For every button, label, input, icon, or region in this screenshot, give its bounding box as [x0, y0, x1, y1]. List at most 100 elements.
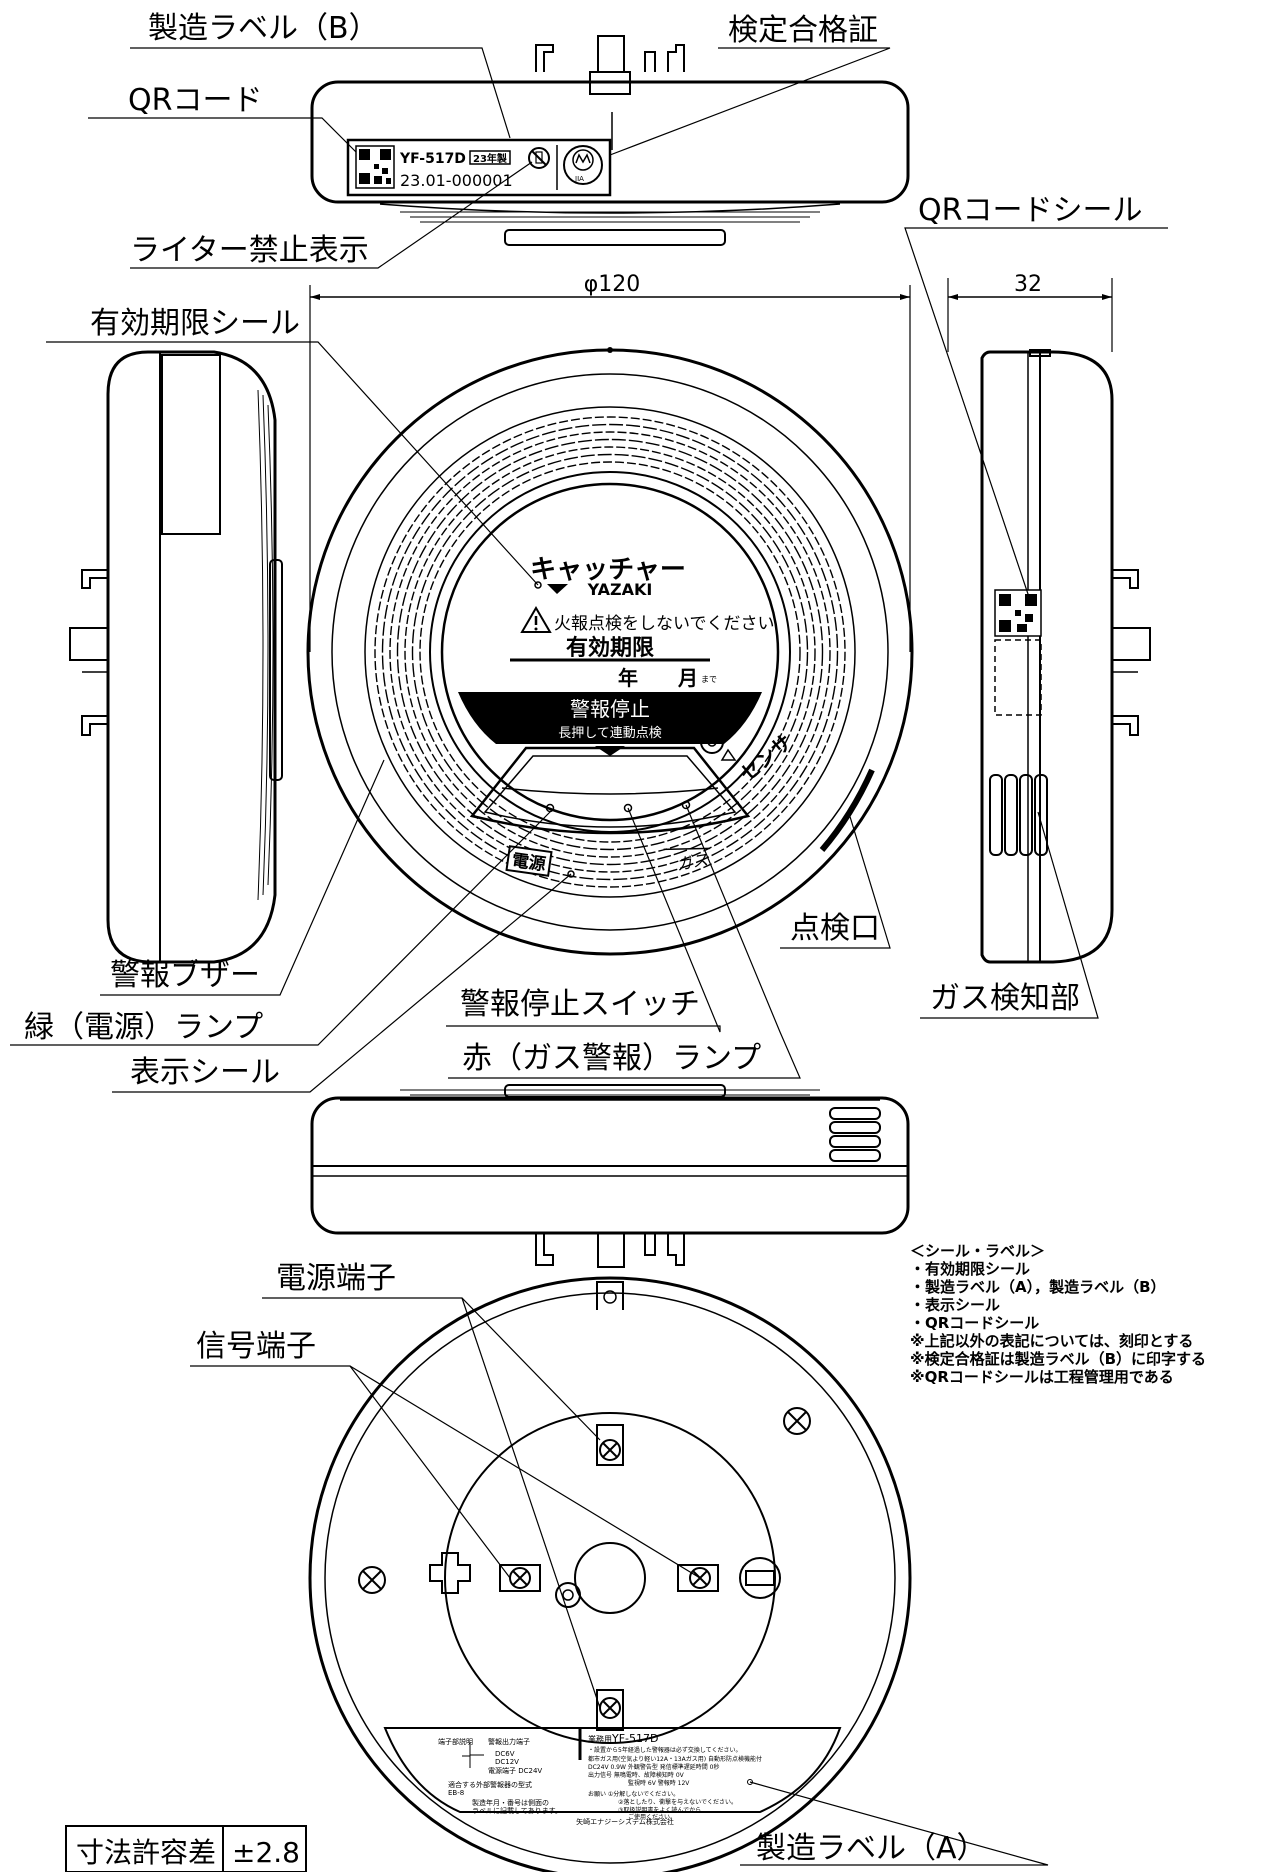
tolerance-value: ±2.8 [232, 1836, 300, 1869]
left-clip-mid [69, 627, 108, 661]
expiry-month: 月 [677, 666, 698, 690]
right-body [980, 350, 1114, 964]
tolerance-label: 寸法許容差 [76, 1836, 216, 1869]
label-dc6: DC6V [495, 1750, 515, 1758]
alarm-stop-band [458, 692, 762, 744]
label-line9: ご使用ください。 [628, 1813, 676, 1821]
left-side-label [161, 354, 221, 535]
sensor-indicator [700, 730, 724, 754]
notes-item-0: ・有効期限シール [910, 1260, 1030, 1278]
right-gas-slots [989, 774, 1048, 856]
label-company: 矢崎エナジーシステム株式会社 [576, 1817, 674, 1826]
rear-center-hole [574, 1542, 646, 1614]
tolerance-table: 寸法許容差 ±2.8 [65, 1825, 307, 1872]
notes-remark-2: ※QRコードシールは工程管理用である [910, 1368, 1174, 1386]
callout-expiry-seal: 有効期限シール [90, 306, 300, 341]
leader-lines [10, 47, 1168, 1866]
top-clip-left [535, 44, 554, 72]
bottom-clip-center [597, 1232, 625, 1268]
grille-ring [389, 431, 831, 873]
notes-item-1: ・製造ラベル（A），製造ラベル（B） [910, 1278, 1166, 1296]
switch-dot [623, 803, 633, 813]
label-power-term: 電源端子 DC24V [488, 1766, 542, 1775]
label-line3: DC24V 0.9W 外観警告型 発信標準遅延時間 0秒 [588, 1763, 719, 1771]
rear-inner-circle [444, 1412, 776, 1744]
grille-ring [419, 461, 801, 843]
sensor-mark: センサ [735, 729, 796, 786]
notes-item-2: ・表示シール [910, 1296, 1000, 1314]
label-line6: お願い ①分解しないでください。 [588, 1790, 679, 1798]
bottom-side-view [310, 1084, 910, 1268]
top-base [504, 229, 726, 246]
label-compat-model: EB-8 [448, 1789, 464, 1797]
label-line1: ・設置から5年経過した警報器は必ず交換してください。 [588, 1746, 741, 1754]
callout-red-gas-lamp: 赤（ガス警報）ランプ [462, 1041, 761, 1076]
label-use: 業務用 [588, 1734, 612, 1744]
top-grille [400, 211, 820, 223]
warning-text: 火報点検をしないでください [554, 614, 775, 634]
mfg-label-b-area [346, 138, 612, 197]
left-clip-top [81, 569, 108, 589]
inspection-port-slot [819, 768, 875, 852]
callout-qr-code: QRコード [128, 83, 262, 118]
bottom-clip-left [535, 1233, 554, 1266]
callout-qr-code-seal: QRコードシール [918, 193, 1142, 228]
left-side-view [69, 350, 283, 964]
top-clip-mid [644, 51, 656, 72]
alarm-stop-switch [469, 746, 751, 835]
callout-lighter-prohibited: ライター禁止表示 [130, 233, 369, 268]
notes-remark-0: ※上記以外の表記については、刻印とする [910, 1332, 1193, 1350]
callout-mfg-label-a: 製造ラベル（A） [756, 1831, 987, 1866]
year-box [469, 150, 511, 165]
label-line7: ②落としたり、衝撃を与えないでください。 [618, 1798, 737, 1806]
maker-name: YAZAKI [587, 580, 653, 599]
right-clip-mid [1112, 627, 1151, 661]
right-clip-bottom [1112, 715, 1139, 736]
callout-inspection-port: 点検口 [790, 911, 880, 946]
label-mfg-note1: 製造年月・番号は側面の [472, 1798, 549, 1807]
callout-gas-detector: ガス検知部 [930, 981, 1080, 1016]
rear-outer-circle [308, 1276, 912, 1872]
power-mark: 電源 [510, 850, 547, 876]
grille-ring [374, 416, 846, 888]
label-line8: ③取扱説明書をよく読んでから [618, 1806, 701, 1814]
warning-icon [520, 606, 552, 633]
notes-block: ＜シール・ラベル＞ ・有効期限シール ・製造ラベル（A），製造ラベル（B） ・表… [910, 1242, 1206, 1386]
callout-green-power-lamp: 緑（電源）ランプ [24, 1010, 263, 1045]
callout-mfg-label-b: 製造ラベル（B） [148, 11, 379, 46]
rear-screw-icons [358, 1407, 811, 1594]
top-clip-right [667, 44, 685, 72]
diameter-value: φ120 [584, 272, 641, 297]
expiry-year: 年 [618, 666, 638, 690]
right-clip-top [1112, 569, 1139, 589]
top-view: YF-517D 23年製 23.01-000001 JIA [310, 35, 910, 246]
top-label-serial: 23.01-000001 [400, 171, 513, 190]
grille-ring [396, 438, 824, 866]
qr-code-symbol [355, 145, 395, 189]
left-clip-bottom [81, 715, 108, 736]
rear-minus-slot [745, 1570, 775, 1586]
grille-ring [381, 423, 839, 881]
bottom-clip-right [667, 1233, 685, 1266]
label-line5: 監視時 6V 警報時 12V [628, 1779, 690, 1787]
no-lighter-icon [528, 147, 550, 169]
gas-mark: ガス [675, 850, 710, 874]
rear-plus-slot [429, 1552, 471, 1594]
rear-terminals [499, 1424, 719, 1731]
rear-view: 端子部説明 警報出力端子 DC6V DC12V 電源端子 DC24V 適合する外… [308, 1276, 912, 1872]
label-line4: 出力信号 無鳴電時、故障検知時 0V [588, 1771, 685, 1779]
front-view: キャッチャー YAZAKI 火報点検をしないでください 有効期限 年 月 まで … [306, 347, 914, 956]
front-grille-rings [374, 416, 846, 888]
cert-mark-text: JIA [574, 175, 584, 183]
red-lamp-dot [681, 800, 691, 810]
dimensions: φ120 32 [309, 272, 1113, 652]
mfg-label-a-area [383, 1727, 842, 1813]
notes-item-3: ・QRコードシール [910, 1314, 1039, 1332]
bottom-clip-mid [644, 1233, 656, 1256]
right-side-view [980, 349, 1151, 964]
depth-value: 32 [1014, 272, 1042, 297]
qr-seal-symbol [994, 589, 1042, 637]
label-dc12: DC12V [495, 1758, 519, 1766]
